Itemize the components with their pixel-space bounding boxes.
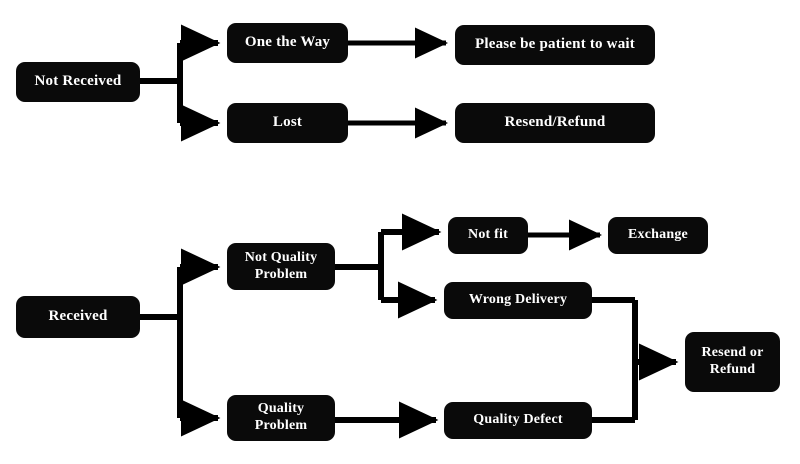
node-not-quality-problem[interactable]: Not Quality Problem (227, 243, 335, 290)
node-received[interactable]: Received (16, 296, 140, 338)
node-lost[interactable]: Lost (227, 103, 348, 143)
node-resend-or-refund[interactable]: Resend or Refund (685, 332, 780, 392)
node-one-the-way[interactable]: One the Way (227, 23, 348, 63)
node-quality-problem[interactable]: Quality Problem (227, 395, 335, 441)
node-not-received[interactable]: Not Received (16, 62, 140, 102)
node-please-be-patient-to-wait[interactable]: Please be patient to wait (455, 25, 655, 65)
node-wrong-delivery[interactable]: Wrong Delivery (444, 282, 592, 319)
node-exchange[interactable]: Exchange (608, 217, 708, 254)
node-resend-refund[interactable]: Resend/Refund (455, 103, 655, 143)
node-quality-defect[interactable]: Quality Defect (444, 402, 592, 439)
node-not-fit[interactable]: Not fit (448, 217, 528, 254)
